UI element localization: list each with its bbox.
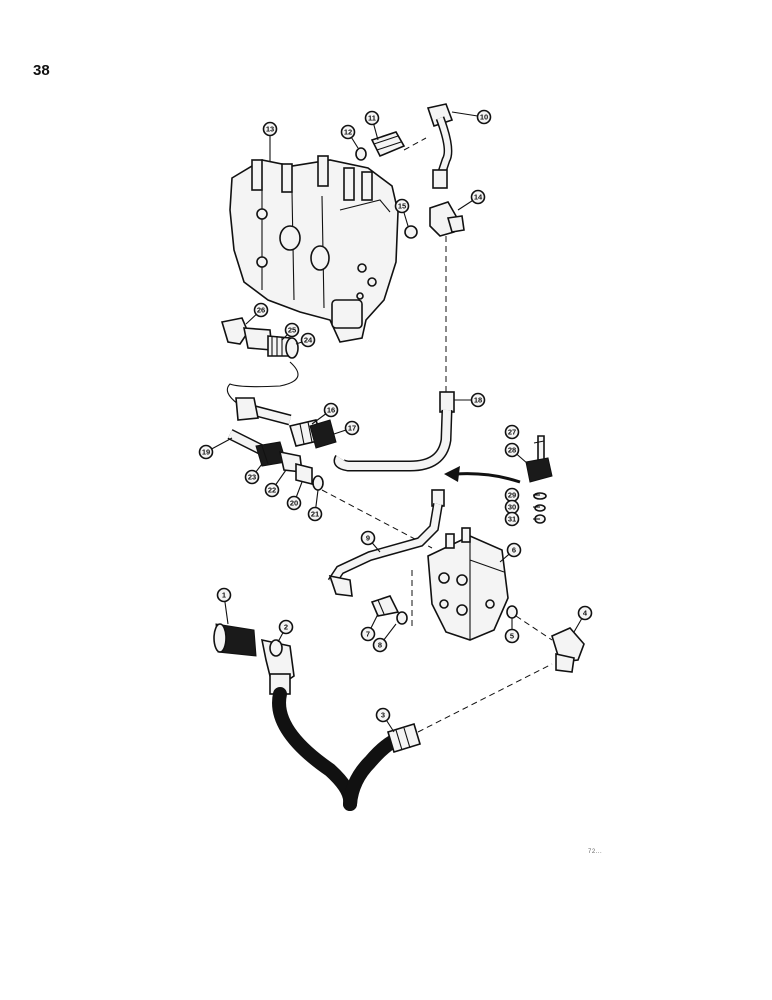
svg-text:19: 19 [202, 448, 210, 457]
callout-15: 15 [394, 198, 410, 214]
svg-text:25: 25 [288, 326, 296, 335]
callout-26: 26 [253, 302, 269, 318]
elbow-2 [260, 638, 295, 685]
svg-text:17: 17 [348, 424, 356, 433]
svg-text:24: 24 [304, 336, 313, 345]
hose-loop [226, 361, 299, 411]
callout-31: 31 [504, 511, 520, 527]
svg-text:20: 20 [290, 499, 298, 508]
svg-text:12: 12 [344, 128, 352, 137]
svg-text:27: 27 [508, 428, 516, 437]
fitting-20 [295, 462, 313, 486]
callout-29: 29 [504, 487, 520, 503]
elbow-4 [551, 627, 585, 673]
svg-text:22: 22 [268, 486, 276, 495]
svg-text:31: 31 [508, 515, 516, 524]
callout-13: 13 [262, 121, 278, 137]
callout-19: 19 [198, 444, 214, 460]
callout-6: 6 [506, 542, 522, 558]
svg-text:2: 2 [284, 623, 288, 632]
callout-18: 18 [470, 392, 486, 408]
clamp-assembly [525, 435, 553, 524]
page-number: 38 [33, 62, 50, 79]
svg-text:18: 18 [474, 396, 482, 405]
svg-text:5: 5 [510, 632, 514, 641]
callout-7: 7 [360, 626, 376, 642]
o-ring-15 [404, 225, 418, 239]
svg-text:14: 14 [474, 193, 483, 202]
callout-5: 5 [504, 628, 520, 644]
o-ring-21 [312, 475, 324, 491]
svg-text:6: 6 [512, 546, 516, 555]
fitting-11 [370, 131, 406, 158]
o-ring-12 [355, 147, 367, 161]
callout-17: 17 [344, 420, 360, 436]
svg-text:26: 26 [257, 306, 265, 315]
svg-text:23: 23 [248, 473, 256, 482]
drawing-code: 72... [588, 849, 603, 855]
svg-text:9: 9 [366, 534, 370, 543]
tube-18 [333, 391, 455, 472]
callout-8: 8 [372, 637, 388, 653]
callout-9: 9 [360, 530, 376, 546]
callout-22: 22 [264, 482, 280, 498]
callout-12: 12 [340, 124, 356, 140]
callout-11: 11 [364, 110, 380, 126]
svg-text:8: 8 [378, 641, 382, 650]
centerline-3 [417, 663, 553, 733]
o-ring-5 [506, 605, 518, 619]
svg-text:1: 1 [222, 591, 226, 600]
arrow [444, 466, 521, 484]
tube-10 [426, 103, 454, 189]
svg-text:11: 11 [368, 114, 376, 123]
hose-3 [269, 673, 421, 811]
centerline-4 [515, 615, 553, 641]
callout-1: 1 [216, 587, 232, 603]
callout-23: 23 [244, 469, 260, 485]
svg-text:10: 10 [480, 113, 488, 122]
callout-10: 10 [476, 109, 492, 125]
callout-14: 14 [470, 189, 486, 205]
svg-text:21: 21 [311, 510, 319, 519]
fitting-26 [220, 317, 273, 351]
svg-text:15: 15 [398, 202, 406, 211]
tube-9 [327, 489, 445, 597]
svg-text:3: 3 [381, 711, 385, 720]
callout-27: 27 [504, 424, 520, 440]
callout-20: 20 [286, 495, 302, 511]
callout-16: 16 [323, 402, 339, 418]
o-ring-24 [285, 337, 299, 359]
svg-text:30: 30 [508, 503, 516, 512]
coupler-1 [213, 623, 257, 657]
valve-6 [427, 527, 509, 641]
callout-24: 24 [300, 332, 316, 348]
svg-text:16: 16 [327, 406, 335, 415]
svg-text:28: 28 [508, 446, 516, 455]
svg-text:29: 29 [508, 491, 516, 500]
elbow-14 [429, 201, 465, 237]
svg-text:7: 7 [366, 630, 370, 639]
svg-text:13: 13 [266, 125, 274, 134]
fitting-7 [370, 595, 400, 617]
svg-text:4: 4 [583, 609, 588, 618]
callout-3: 3 [375, 707, 391, 723]
centerline-11 [403, 137, 427, 151]
callout-25: 25 [284, 322, 300, 338]
callout-28: 28 [504, 442, 520, 458]
callout-4: 4 [577, 605, 593, 621]
o-ring-8 [396, 611, 408, 625]
centerline-21 [321, 489, 433, 549]
callout-2: 2 [278, 619, 294, 635]
callout-30: 30 [504, 499, 520, 515]
callout-21: 21 [307, 506, 323, 522]
coupler-17 [309, 419, 337, 449]
main-control-valve [229, 155, 399, 343]
